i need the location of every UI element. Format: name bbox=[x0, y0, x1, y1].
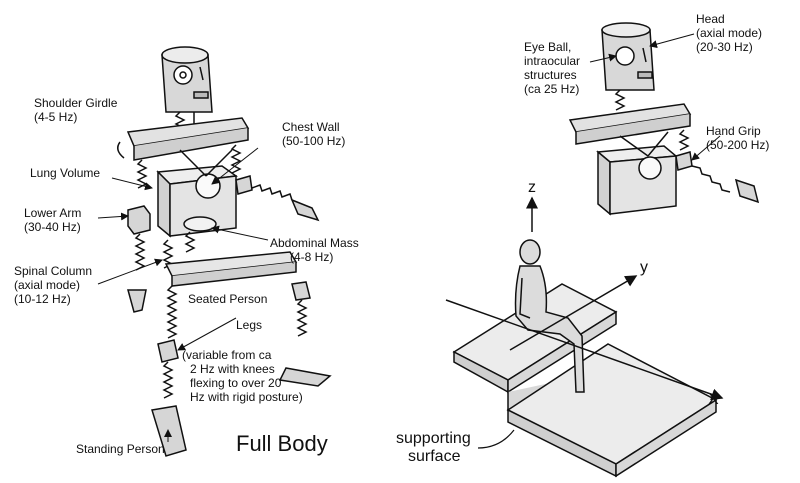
lung-volume-title: Lung Volume bbox=[30, 166, 101, 180]
legs-note-line4: Hz with rigid posture) bbox=[190, 390, 303, 404]
shoulder-girdle-freq: (4-5 Hz) bbox=[34, 110, 78, 124]
seated-scene bbox=[445, 196, 724, 478]
legs-label: Legs bbox=[236, 318, 262, 332]
eye-ball-line3: structures bbox=[524, 68, 577, 82]
spinal-column-mode: (axial mode) bbox=[14, 278, 81, 292]
legs-note-line3: flexing to over 20 bbox=[190, 376, 282, 390]
eye-ball-line2: intraocular bbox=[524, 54, 581, 68]
supporting-surface-label: supporting surface bbox=[396, 430, 471, 466]
chest-wall-title: Chest Wall bbox=[282, 120, 340, 134]
eye-ball-freq: (ca 25 Hz) bbox=[524, 82, 580, 96]
eye-ball-label: Eye Ball, intraocular structures (ca 25 … bbox=[524, 40, 580, 96]
axis-y-label: y bbox=[640, 259, 648, 276]
seated-person-title: Seated Person bbox=[188, 292, 268, 306]
standing-person-label: Standing Person bbox=[76, 442, 165, 456]
full-body-title: Full Body bbox=[236, 431, 328, 456]
lower-arm-label: Lower Arm (30-40 Hz) bbox=[24, 206, 81, 234]
supporting-surface-line2: surface bbox=[408, 448, 461, 465]
head-label: Head (axial mode) (20-30 Hz) bbox=[696, 12, 762, 54]
spinal-column-freq: (10-12 Hz) bbox=[14, 292, 71, 306]
hand-grip-title: Hand Grip bbox=[706, 124, 761, 138]
abdominal-mass-label: Abdominal Mass (4-8 Hz) bbox=[270, 236, 359, 264]
head-mode: (axial mode) bbox=[696, 26, 763, 40]
seated-person-label: Seated Person bbox=[188, 292, 267, 306]
lower-arm-title: Lower Arm bbox=[24, 206, 82, 220]
spinal-column-label: Spinal Column (axial mode) (10-12 Hz) bbox=[14, 264, 92, 306]
robot-head bbox=[161, 46, 213, 113]
upper-body-model bbox=[568, 22, 760, 216]
shoulder-girdle-label: Shoulder Girdle (4-5 Hz) bbox=[34, 96, 117, 124]
legs-title: Legs bbox=[236, 318, 263, 332]
shoulder-girdle-title: Shoulder Girdle bbox=[34, 96, 118, 110]
legs-note-line2: 2 Hz with knees bbox=[190, 362, 275, 376]
full-body-model bbox=[117, 46, 332, 457]
abdominal-mass-title: Abdominal Mass bbox=[270, 236, 359, 250]
supporting-surface-line1: supporting bbox=[396, 430, 471, 447]
axis-z-label: z bbox=[528, 179, 536, 196]
hand-grip-label: Hand Grip (50-200 Hz) bbox=[706, 124, 769, 152]
legs-note-line1: (variable from ca bbox=[182, 348, 272, 362]
lower-arm-freq: (30-40 Hz) bbox=[24, 220, 81, 234]
axis-x-label: X bbox=[708, 391, 719, 408]
chest-wall-label: Chest Wall (50-100 Hz) bbox=[282, 120, 345, 148]
seated-person bbox=[514, 239, 585, 393]
spinal-column-title: Spinal Column bbox=[14, 264, 93, 278]
abdominal-mass-freq: (4-8 Hz) bbox=[290, 250, 334, 264]
eye-ball-title: Eye Ball, bbox=[524, 40, 572, 54]
full-body-pointers bbox=[97, 147, 269, 442]
lung-volume-label: Lung Volume bbox=[30, 166, 100, 180]
head-title: Head bbox=[696, 12, 725, 26]
hand-grip-freq: (50-200 Hz) bbox=[706, 138, 770, 152]
upper-body-pointers bbox=[589, 33, 721, 161]
head-freq: (20-30 Hz) bbox=[696, 40, 753, 54]
legs-note-label: (variable from ca 2 Hz with knees flexin… bbox=[182, 348, 303, 404]
chest-wall-freq: (50-100 Hz) bbox=[282, 134, 346, 148]
standing-person-title: Standing Person bbox=[76, 442, 165, 456]
